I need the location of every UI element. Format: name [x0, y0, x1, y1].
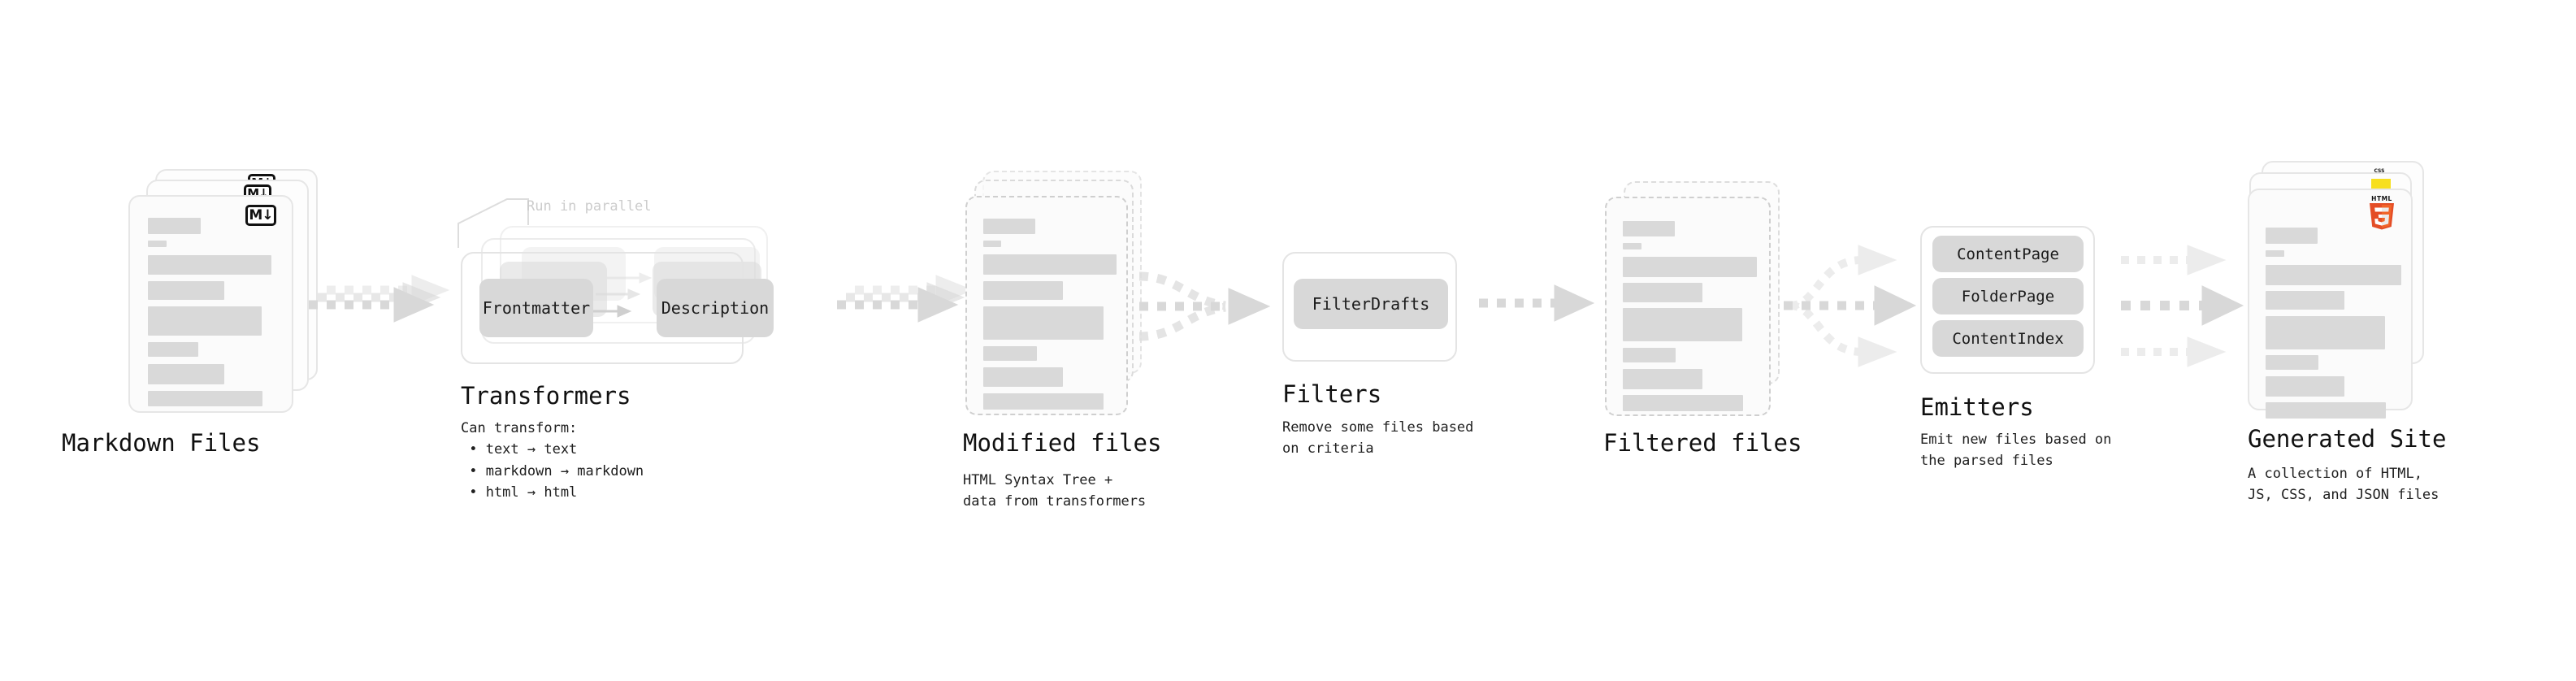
stage-title-filters: Filters [1282, 380, 1382, 408]
emitter-node-folderpage: FolderPage [1932, 278, 2084, 314]
doc-content-bar [983, 306, 1104, 340]
transformer-node-description: Description [657, 279, 774, 337]
run-in-parallel-bracket [458, 198, 529, 248]
connector-modified-to-filters [1138, 271, 1271, 341]
svg-text:HTML: HTML [2371, 195, 2392, 202]
doc-content-bar [1623, 308, 1742, 341]
doc-title-bar [1623, 221, 1675, 236]
doc-content-bar [2266, 355, 2318, 370]
doc-content-bar [2266, 316, 2385, 349]
emitters-group [1920, 226, 2095, 374]
doc-content-bar [2266, 291, 2344, 310]
site-card-front [2248, 189, 2413, 419]
doc-content-bar [2266, 376, 2344, 397]
doc-content-bar [148, 364, 224, 384]
connector-filters-to-filtered [1479, 284, 1595, 322]
stage-title-filtered-files: Filtered files [1603, 429, 1802, 457]
doc-sub-bar [2266, 250, 2284, 257]
stage-title-emitters: Emitters [1920, 393, 2034, 421]
doc-content-bar [1623, 369, 1702, 389]
html5-icon: HTML [2368, 193, 2396, 230]
connector-markdown-to-transformers [309, 275, 450, 323]
doc-content-bar [1623, 348, 1676, 362]
connector-filtered-to-emitters [1784, 245, 1917, 367]
doc-content-bar [1623, 395, 1743, 411]
doc-sub-bar [1623, 243, 1641, 249]
stage-title-modified-files: Modified files [963, 429, 1162, 457]
svg-text:CSS: CSS [2374, 168, 2385, 174]
stage-desc-modified-files: HTML Syntax Tree + data from transformer… [963, 472, 1147, 510]
stage-desc-filters: Remove some files based on criteria [1282, 419, 1474, 458]
doc-title-bar [983, 219, 1035, 234]
emitter-node-contentindex: ContentIndex [1932, 320, 2084, 357]
stage-desc-generated-site: A collection of HTML, JS, CSS, and JSON … [2248, 466, 2439, 504]
filtered-card-front [1605, 197, 1771, 416]
connector-transformers-to-modified [837, 275, 974, 323]
modified-card-front [965, 196, 1128, 415]
doc-sub-bar [148, 241, 167, 247]
doc-content-bar [148, 281, 224, 300]
doc-content-bar [1623, 283, 1702, 302]
doc-content-bar [983, 367, 1063, 387]
doc-sub-bar [983, 241, 1001, 247]
doc-title-bar [2266, 228, 2318, 244]
stage-desc-transformers: Can transform: • text → text • markdown … [461, 420, 644, 501]
doc-content-bar [983, 254, 1117, 275]
doc-content-bar [983, 281, 1063, 300]
transformer-node-frontmatter: Frontmatter [479, 279, 593, 337]
markdown-icon: M↓ [245, 205, 276, 226]
doc-content-bar [2266, 265, 2401, 285]
stage-title-transformers: Transformers [461, 382, 631, 410]
doc-content-bar [983, 393, 1104, 410]
stage-desc-emitters: Emit new files based on the parsed files [1920, 432, 2112, 470]
doc-content-bar [2266, 402, 2386, 419]
doc-content-bar [148, 391, 262, 406]
emitter-node-contentpage: ContentPage [1932, 236, 2084, 272]
filters-group [1282, 252, 1457, 362]
markdown-card-front [128, 195, 293, 413]
doc-content-bar [983, 346, 1037, 361]
stage-title-markdown-files: Markdown Files [62, 429, 261, 457]
doc-content-bar [148, 255, 271, 275]
js-badge [2371, 179, 2391, 190]
filter-node-filterdrafts: FilterDrafts [1294, 279, 1448, 329]
doc-title-bar [148, 218, 201, 234]
run-in-parallel-note: Run in parallel [527, 198, 652, 215]
doc-content-bar [1623, 257, 1757, 277]
doc-content-bar [148, 306, 262, 336]
connector-emitters-to-site [2121, 245, 2244, 367]
doc-content-bar [148, 342, 198, 357]
stage-title-generated-site: Generated Site [2248, 425, 2447, 453]
